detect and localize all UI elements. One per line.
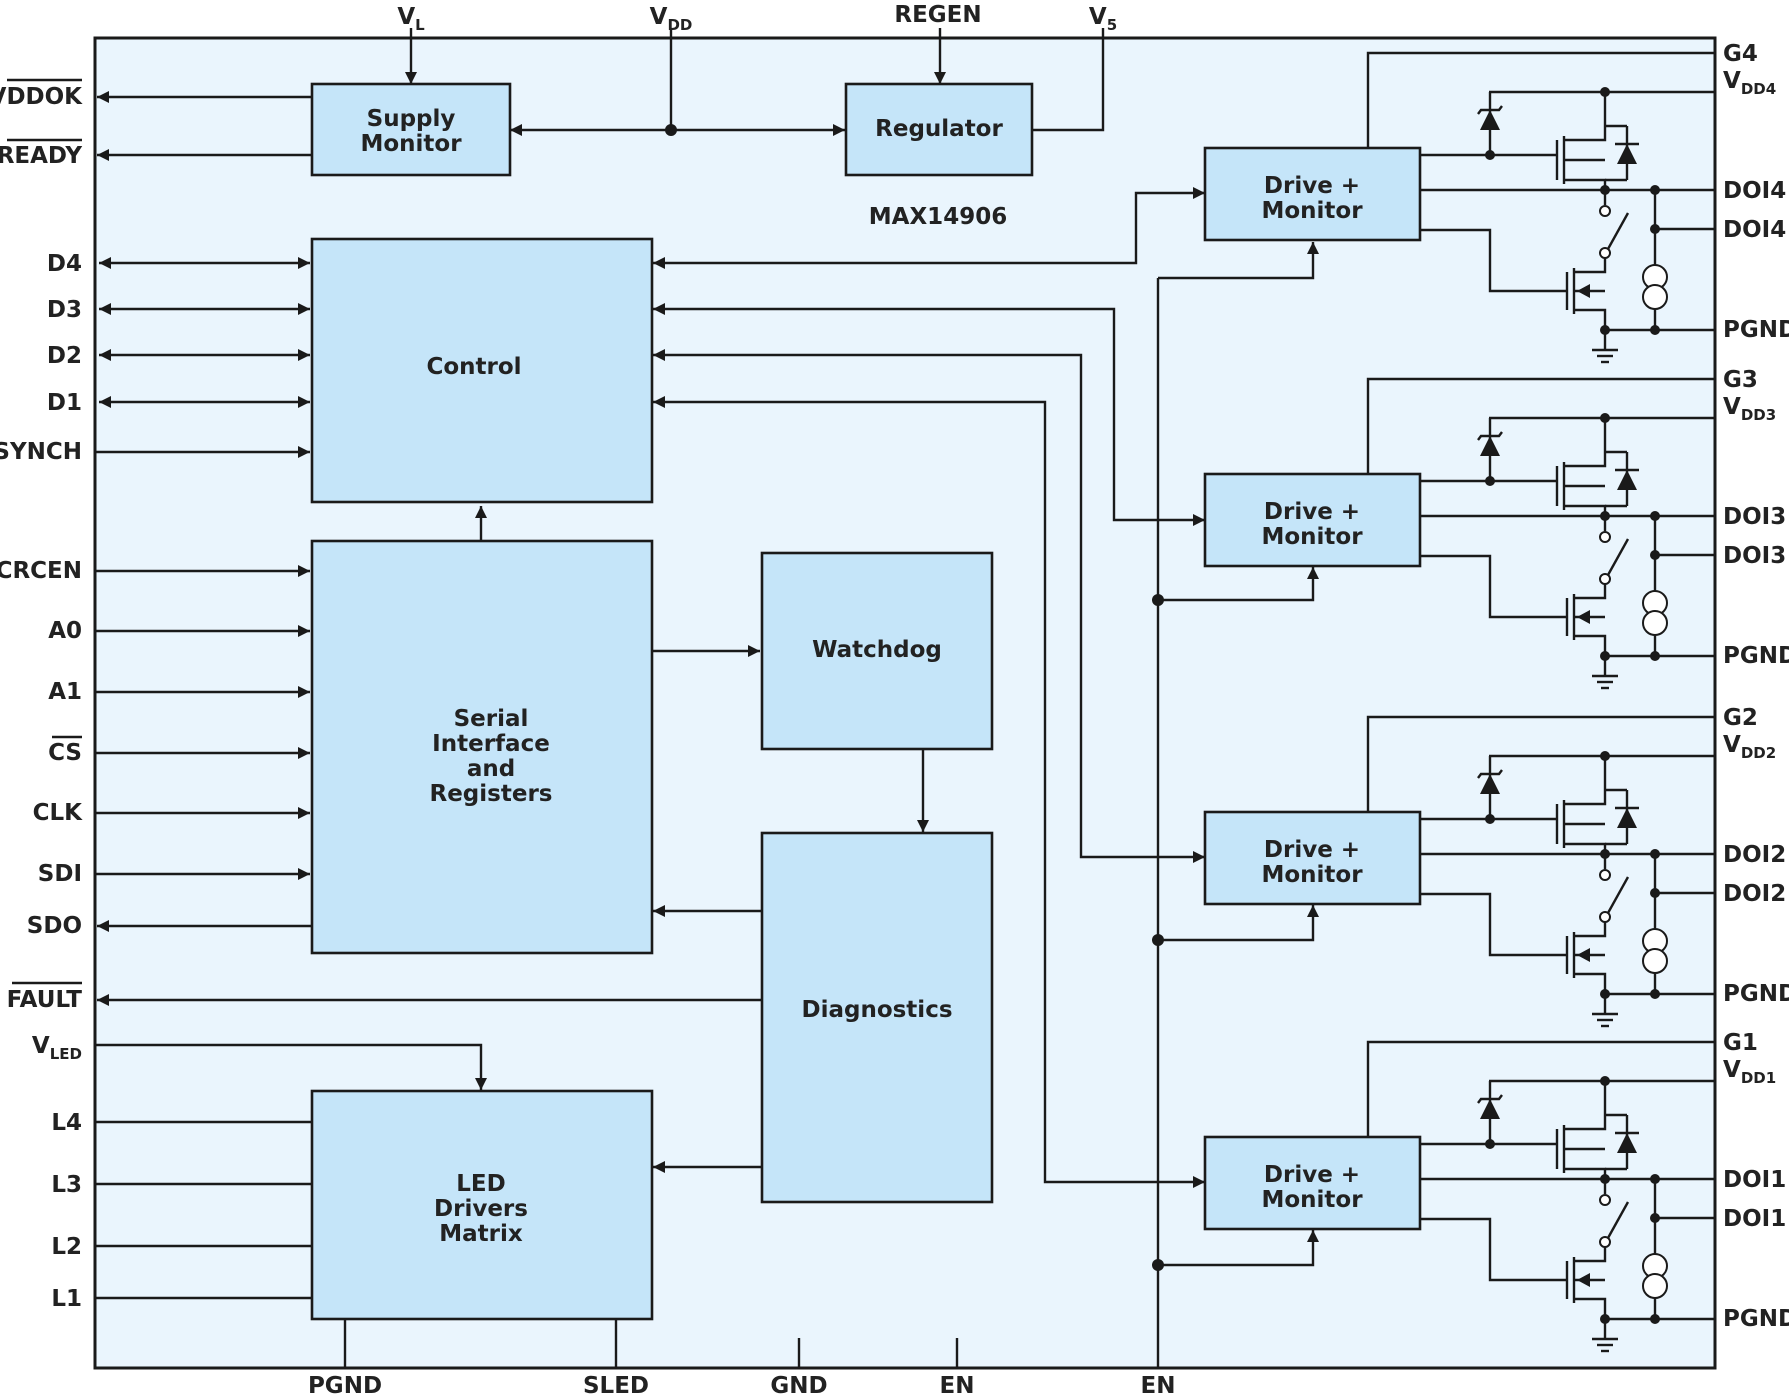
led-label-3: Matrix [439, 1221, 523, 1247]
serial-interface-block [310, 539, 654, 955]
drive-monitor-label-2: Monitor [1261, 862, 1363, 888]
drive-monitor-label-1: Drive + [1264, 1162, 1360, 1188]
pin-pgnd: PGND [1723, 317, 1789, 343]
pin-vdd: VDD [650, 4, 693, 34]
pin-l2: L2 [51, 1234, 82, 1260]
pin-ready: READY [0, 143, 82, 169]
serial-label-3: and [467, 756, 515, 782]
supply-monitor-label-1: Supply [367, 106, 456, 132]
pin-pgnd: PGND [1723, 1306, 1789, 1332]
drive-monitor-label-1: Drive + [1264, 173, 1360, 199]
pin-sdo: SDO [27, 913, 82, 939]
drive-monitor-block [1203, 146, 1422, 242]
pin-a0: A0 [48, 618, 82, 644]
regulator-block [844, 82, 1034, 177]
serial-label-1: Serial [454, 706, 529, 732]
pin-doi-a: DOI2 [1723, 842, 1786, 868]
pin-doi-b: DOI2 [1723, 881, 1786, 907]
pin-en-1: EN [940, 1373, 975, 1399]
serial-label-2: Interface [432, 731, 550, 757]
pin-g: G2 [1723, 705, 1758, 731]
watchdog-label: Watchdog [812, 637, 942, 663]
pin-cs: CS [48, 740, 82, 766]
pin-vdd-channel: VDD4 [1723, 68, 1776, 98]
control-label: Control [426, 354, 521, 380]
pin-doi-b: DOI4 [1723, 217, 1786, 243]
pin-fault: FAULT [7, 987, 83, 1013]
control-block [310, 237, 654, 504]
drive-monitor-block [1203, 810, 1422, 906]
regulator-label: Regulator [875, 116, 1003, 142]
led-label-1: LED [456, 1171, 505, 1197]
led-label-2: Drivers [434, 1196, 528, 1222]
drive-monitor-block [1203, 1135, 1422, 1231]
pin-pgnd: PGND [1723, 643, 1789, 669]
drive-monitor-label-2: Monitor [1261, 198, 1363, 224]
pin-sdi: SDI [38, 861, 82, 887]
pin-d2: D2 [47, 343, 82, 369]
pin-vddok: VDDOK [0, 84, 83, 110]
internal-wires [95, 28, 1319, 1368]
watchdog-block [760, 551, 994, 751]
pin-d3: D3 [47, 297, 82, 323]
pin-a1: A1 [48, 679, 82, 705]
pin-regen: REGEN [894, 2, 981, 28]
pin-g: G1 [1723, 1030, 1758, 1056]
serial-label-4: Registers [430, 781, 553, 807]
pin-vdd-channel: VDD3 [1723, 394, 1776, 424]
pin-doi-a: DOI3 [1723, 504, 1786, 530]
pin-doi-a: DOI1 [1723, 1167, 1786, 1193]
pin-l4: L4 [51, 1110, 82, 1136]
pin-d4: D4 [47, 251, 82, 277]
pin-doi-b: DOI1 [1723, 1206, 1786, 1232]
pin-g: G3 [1723, 367, 1758, 393]
supply-monitor-block [310, 82, 512, 177]
pin-doi-b: DOI3 [1723, 543, 1786, 569]
diagnostics-label: Diagnostics [801, 997, 952, 1023]
supply-monitor-label-2: Monitor [360, 131, 462, 157]
pin-v5: V5 [1089, 4, 1117, 34]
pin-l1: L1 [51, 1286, 82, 1312]
pin-vled: VLED [32, 1033, 82, 1063]
pin-g: G4 [1723, 41, 1758, 67]
pin-vdd-channel: VDD2 [1723, 732, 1776, 762]
pin-doi-a: DOI4 [1723, 178, 1786, 204]
drive-monitor-label-1: Drive + [1264, 499, 1360, 525]
pin-en-2: EN [1141, 1373, 1176, 1399]
pin-synch: SYNCH [0, 439, 82, 465]
pin-sled: SLED [583, 1373, 649, 1399]
pin-pgnd-bottom: PGND [308, 1373, 382, 1399]
drive-monitor-label-2: Monitor [1261, 524, 1363, 550]
left-pin-labels: VDDOK READY D4 D3 D2 D1 SYNCH CRCEN A0 A… [0, 78, 84, 1312]
drive-monitor-label-2: Monitor [1261, 1187, 1363, 1213]
pin-l3: L3 [51, 1172, 82, 1198]
pin-pgnd: PGND [1723, 981, 1789, 1007]
drive-monitor-block [1203, 472, 1422, 568]
pin-crcen: CRCEN [0, 558, 82, 584]
led-drivers-block [310, 1089, 654, 1321]
device-name: MAX14906 [869, 204, 1007, 230]
diagnostics-block [760, 831, 994, 1204]
drive-monitor-label-1: Drive + [1264, 837, 1360, 863]
pin-gnd: GND [770, 1373, 827, 1399]
pin-vl: VL [397, 4, 425, 34]
pin-d1: D1 [47, 390, 82, 416]
pin-vdd-channel: VDD1 [1723, 1057, 1776, 1087]
pin-clk: CLK [33, 800, 84, 826]
